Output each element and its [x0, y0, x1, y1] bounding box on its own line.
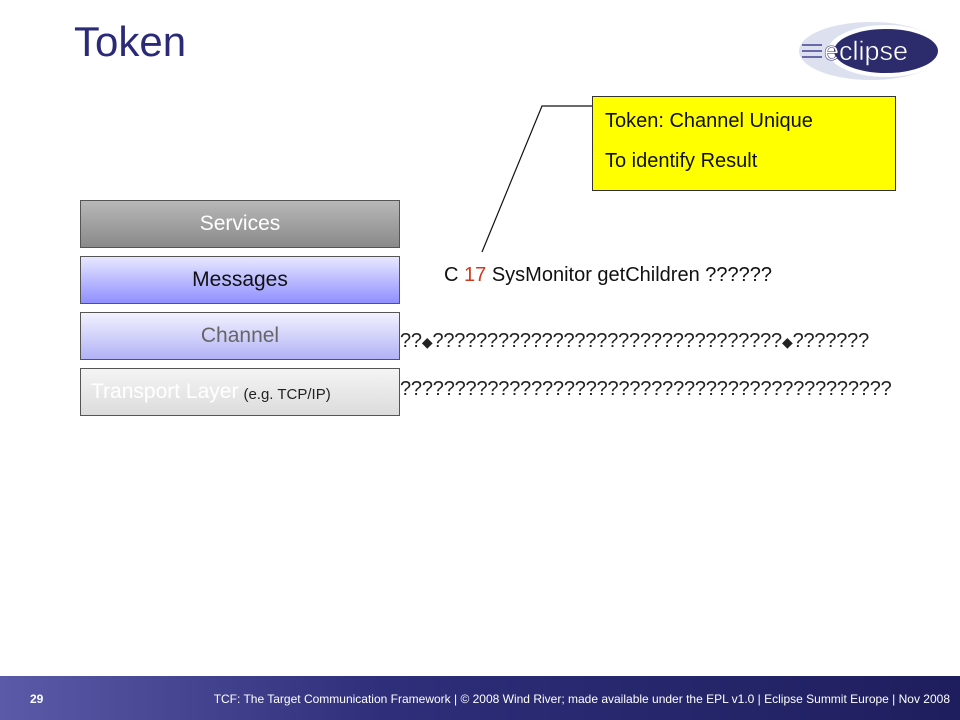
channel-bytes-part3: ??????? — [792, 330, 870, 352]
diamond-icon: ◆ — [421, 334, 433, 350]
diamond-icon: ◆ — [781, 334, 793, 350]
page-number: 29 — [30, 692, 44, 706]
callout-line-1: Token: Channel Unique — [605, 110, 813, 132]
layer-services-label: Services — [199, 212, 281, 235]
channel-bytes: ??◆????????????????????????????????◆????… — [400, 330, 869, 353]
slide-title: Token — [74, 18, 187, 65]
eclipse-logo: eclipse — [799, 22, 944, 80]
footer-text: TCF: The Target Communication Framework … — [213, 692, 950, 706]
transport-bytes: ????????????????????????????????????????… — [400, 378, 892, 400]
message-suffix: ?????? — [705, 264, 773, 286]
footer-bar: 29 TCF: The Target Communication Framewo… — [0, 676, 960, 720]
token-callout: Token: Channel Unique To identify Result — [592, 96, 896, 191]
layer-services: Services — [80, 200, 400, 248]
callout-leader-line — [481, 105, 592, 253]
layer-transport-label: Transport Layer — [91, 380, 239, 403]
channel-bytes-part1: ?? — [400, 330, 422, 352]
callout-line-2: To identify Result — [605, 150, 758, 172]
message-command: SysMonitor getChildren — [491, 264, 700, 286]
message-token: 17 — [464, 264, 487, 286]
layer-transport-note: (e.g. TCP/IP) — [243, 385, 331, 403]
layer-messages-label: Messages — [192, 268, 288, 291]
layer-channel: Channel — [80, 312, 400, 360]
layer-channel-label: Channel — [200, 324, 280, 347]
message-prefix: C — [444, 264, 459, 286]
message-line: C 17 SysMonitor getChildren ?????? — [444, 264, 772, 287]
layer-messages: Messages — [80, 256, 400, 304]
svg-text:eclipse: eclipse — [824, 36, 908, 66]
channel-bytes-part2: ???????????????????????????????? — [432, 330, 782, 352]
layer-transport: Transport Layer (e.g. TCP/IP) — [80, 368, 400, 416]
